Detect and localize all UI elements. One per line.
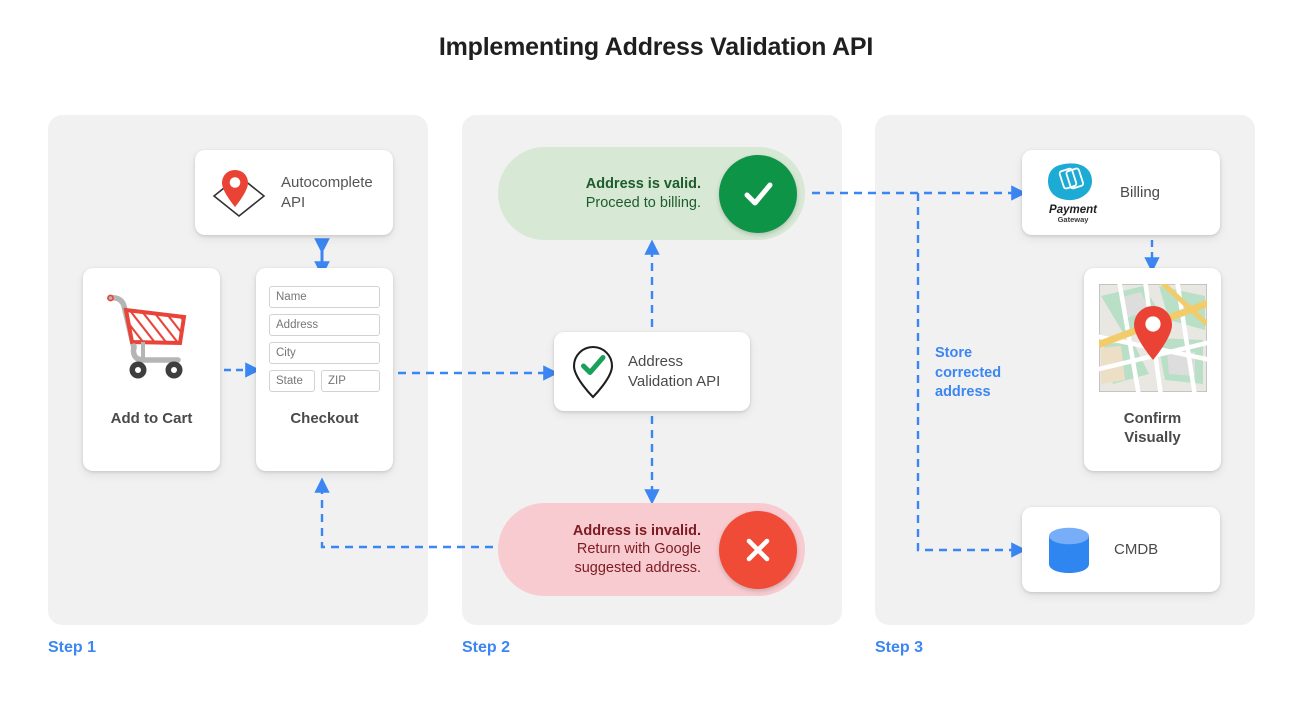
validation-line2: Validation API xyxy=(628,372,721,390)
address-valid-text: Address is valid. Proceed to billing. xyxy=(498,175,719,212)
address-field-placeholder: Address xyxy=(276,319,319,331)
add-to-cart-label: Add to Cart xyxy=(110,410,193,427)
city-field[interactable]: City xyxy=(269,342,380,364)
map-pin-check-icon xyxy=(572,345,614,398)
check-circle-icon xyxy=(719,154,797,233)
cmdb-card[interactable]: CMDB xyxy=(1022,507,1220,592)
address-invalid-line1: Address is invalid. xyxy=(572,522,701,539)
address-invalid-pill: Address is invalid. Return with Google s… xyxy=(498,503,805,596)
address-validation-api-label: Address Validation API xyxy=(628,352,720,391)
map-thumbnail-icon xyxy=(1098,284,1207,392)
zip-field[interactable]: ZIP xyxy=(321,370,380,392)
shopping-cart-icon xyxy=(106,294,186,379)
address-valid-line1: Address is valid. xyxy=(585,176,701,193)
autocomplete-api-card[interactable]: Autocomplete API xyxy=(195,150,393,235)
step-3-label: Step 3 xyxy=(875,639,924,656)
x-glyph xyxy=(746,538,770,561)
confirm-line2: Visually xyxy=(1124,428,1181,446)
store-note-line3: address xyxy=(935,384,991,401)
address-invalid-line3: suggested address. xyxy=(574,559,701,576)
confirm-line1: Confirm xyxy=(1123,409,1182,427)
billing-card[interactable]: Payment Gateway Billing xyxy=(1022,150,1220,235)
address-valid-pill: Address is valid. Proceed to billing. xyxy=(498,147,805,240)
step-2-label: Step 2 xyxy=(462,639,511,656)
state-zip-row: State ZIP xyxy=(269,370,380,392)
checkout-label: Checkout xyxy=(290,410,359,427)
checkout-card[interactable]: Name Address City State ZIP Checkout xyxy=(256,268,393,471)
store-note-line2: corrected xyxy=(935,364,1002,381)
store-corrected-address-note: Store corrected address xyxy=(935,344,1030,403)
map-pin-diamond-icon xyxy=(212,169,266,217)
add-to-cart-card[interactable]: Add to Cart xyxy=(83,268,220,471)
address-field[interactable]: Address xyxy=(269,314,380,336)
city-field-placeholder: City xyxy=(276,347,296,359)
billing-label: Billing xyxy=(1120,183,1161,201)
store-note-line1: Store xyxy=(935,345,973,361)
check-glyph xyxy=(744,182,773,205)
address-invalid-line2: Return with Google xyxy=(576,541,701,558)
page-title: Implementing Address Validation API xyxy=(438,33,874,61)
state-field-placeholder: State xyxy=(276,375,303,387)
zip-field-placeholder: ZIP xyxy=(328,375,346,387)
autocomplete-api-label: Autocomplete API xyxy=(281,174,373,211)
validation-line1: Address xyxy=(628,353,684,370)
address-invalid-text: Address is invalid. Return with Google s… xyxy=(498,522,719,577)
payment-logo-line1: Payment xyxy=(1049,204,1098,216)
x-circle-icon xyxy=(719,510,797,589)
address-validation-api-card[interactable]: Address Validation API xyxy=(554,332,750,411)
address-valid-line2: Proceed to billing. xyxy=(585,194,701,211)
cmdb-label: CMDB xyxy=(1114,540,1159,558)
payment-logo-line2: Gateway xyxy=(1058,215,1090,224)
database-cylinder-icon xyxy=(1049,527,1089,573)
confirm-visually-label: Confirm Visually xyxy=(1084,409,1221,447)
name-field[interactable]: Name xyxy=(269,286,380,308)
state-field[interactable]: State xyxy=(269,370,315,392)
confirm-visually-card[interactable]: Confirm Visually xyxy=(1084,268,1221,471)
payment-gateway-icon: Payment Gateway xyxy=(1048,162,1098,224)
step-1-label: Step 1 xyxy=(48,639,97,656)
name-field-placeholder: Name xyxy=(276,291,307,303)
